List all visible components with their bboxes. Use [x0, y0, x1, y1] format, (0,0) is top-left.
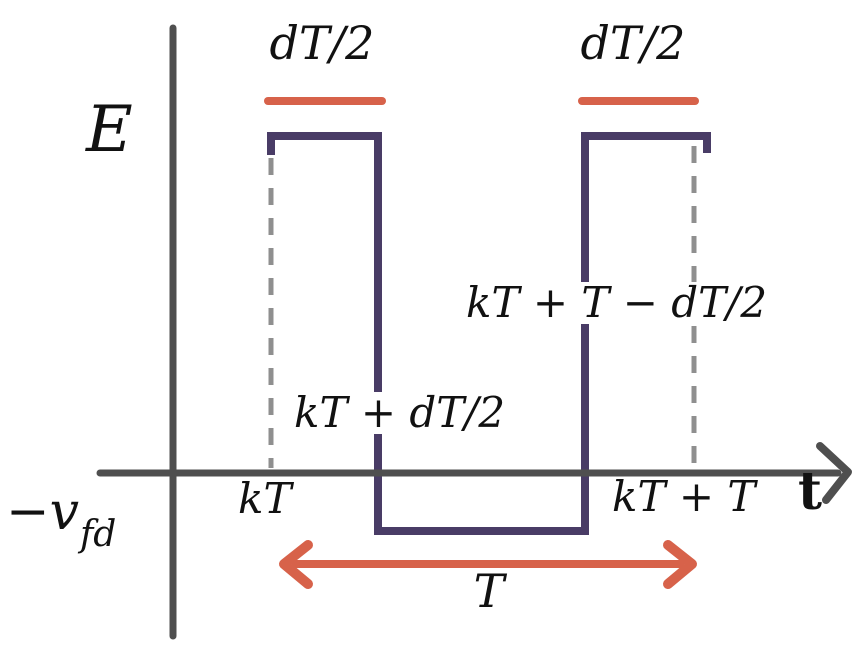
- x-axis-label: t: [798, 461, 823, 522]
- square-wave-trace: [267, 132, 711, 535]
- x-axis-arrowhead-icon: [816, 442, 852, 504]
- y-axis-low-level-label: −vfd: [6, 486, 116, 553]
- y-axis-low-level-main: −v: [6, 482, 79, 542]
- y-axis-low-level-subscript: fd: [79, 514, 117, 556]
- fall-instant-label: kT + dT/2: [289, 392, 511, 434]
- duty-width-label-left: dT/2: [269, 16, 375, 70]
- duty-width-label-right: dT/2: [580, 16, 686, 70]
- y-axis-high-level-label: E: [86, 93, 133, 167]
- period-arrowhead-right-icon: [663, 540, 697, 589]
- period-start-tick-label: kT: [238, 474, 292, 523]
- period-end-tick-label: kT + T: [612, 472, 756, 521]
- rise-instant-label: kT + T − dT/2: [461, 282, 773, 324]
- period-label: T: [473, 564, 505, 618]
- period-arrowhead-left-icon: [279, 540, 313, 589]
